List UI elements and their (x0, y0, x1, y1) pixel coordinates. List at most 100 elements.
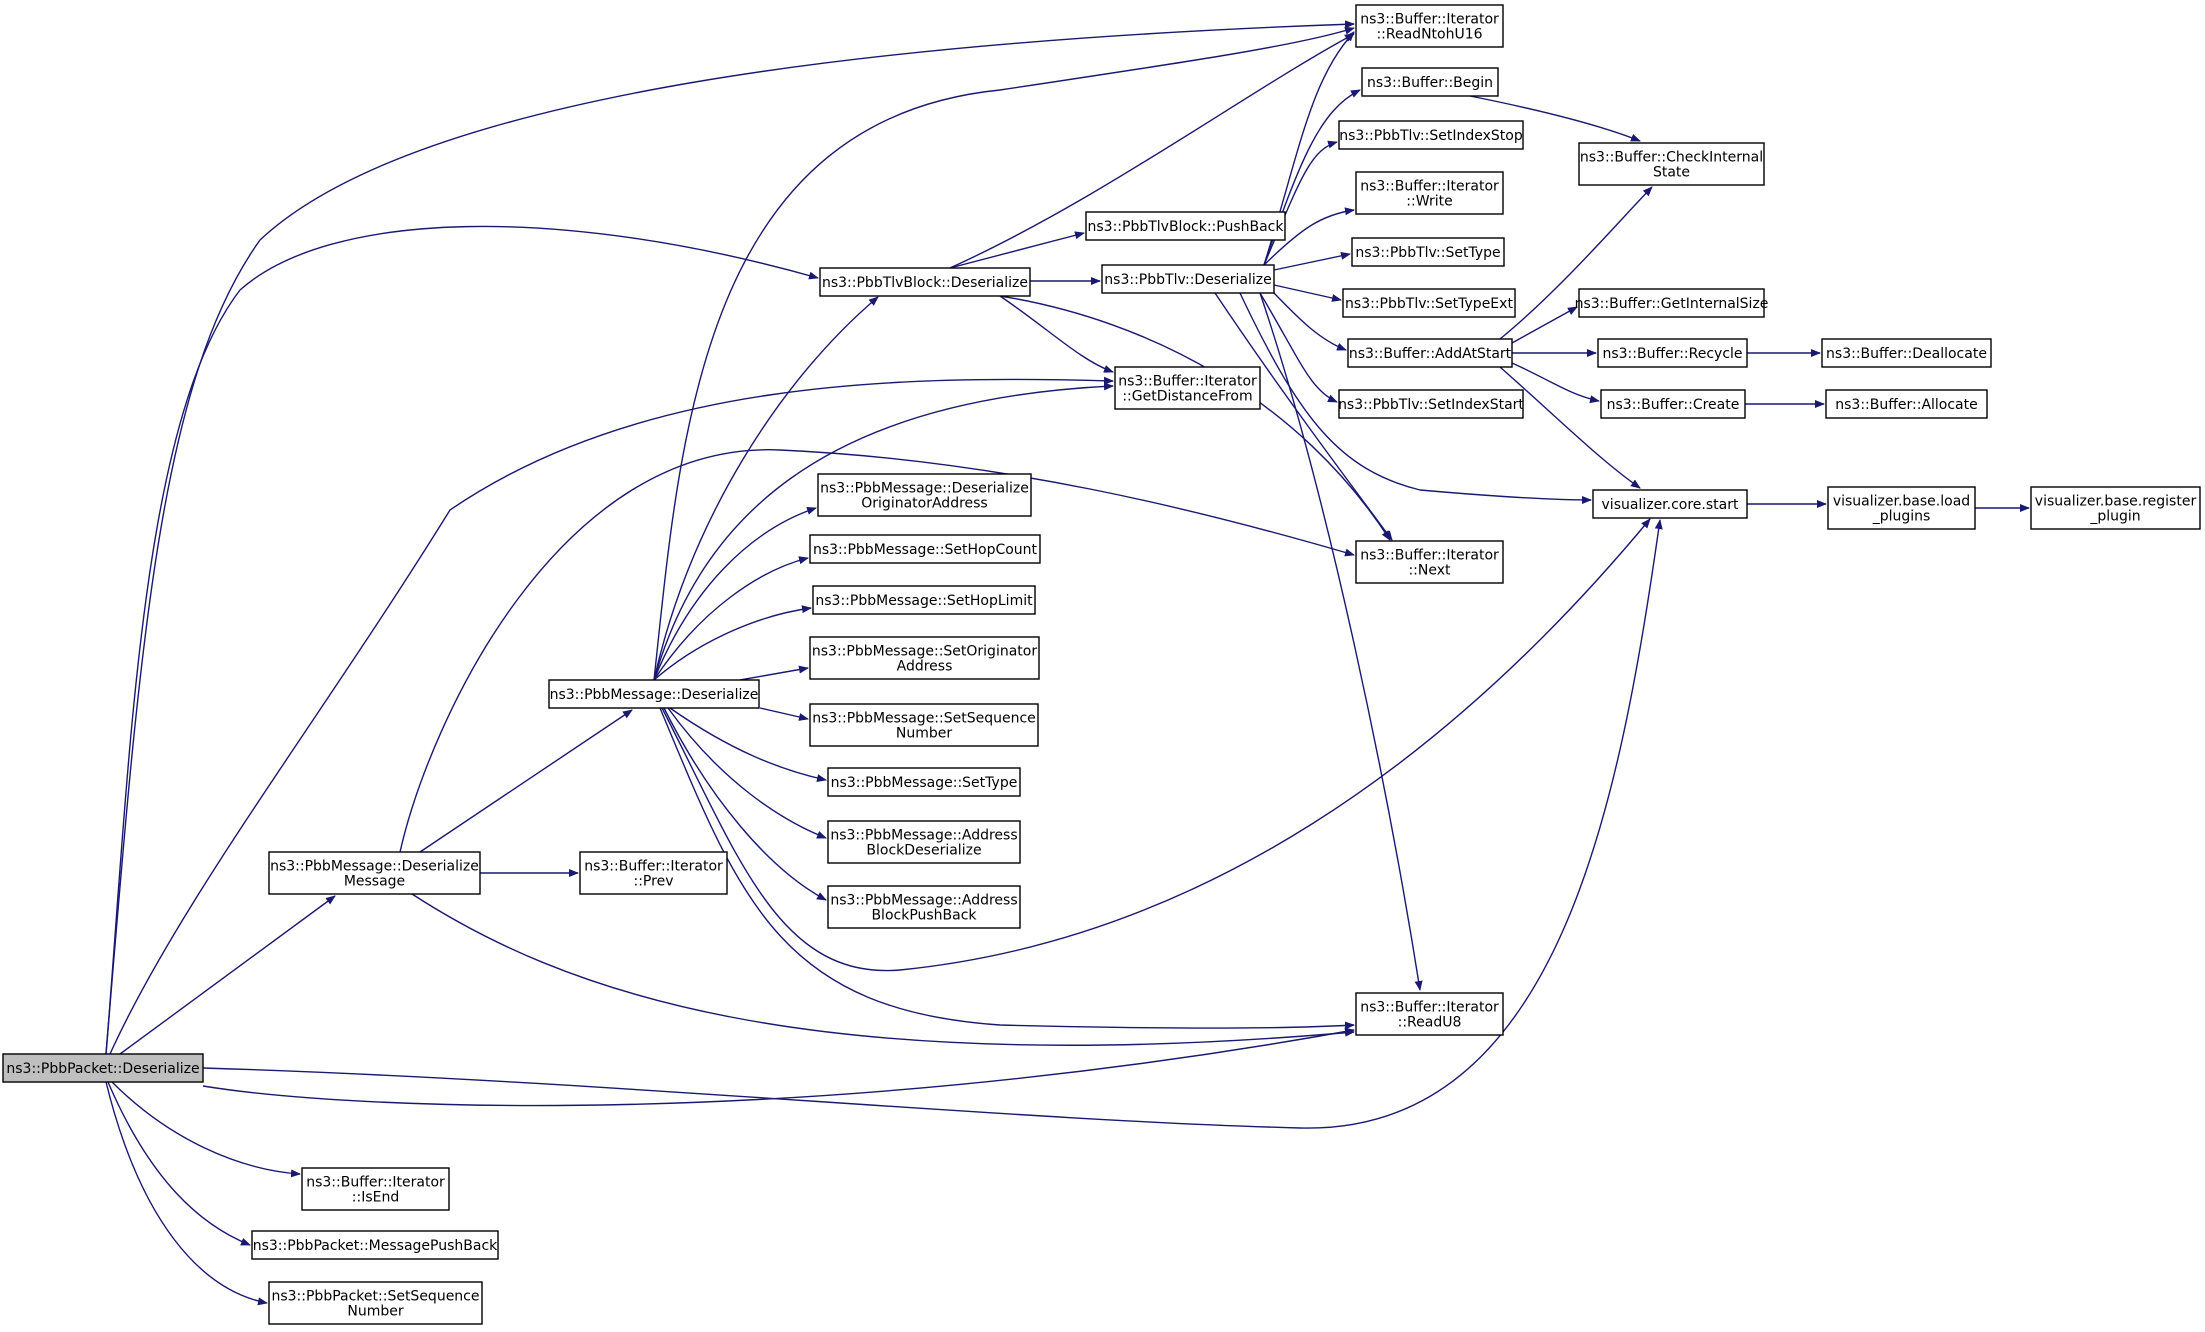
node-corestart[interactable]: visualizer.core.start (1592, 489, 1748, 519)
node-label: visualizer.base.register (2035, 494, 2197, 510)
edge-tlvblockdeser-to-next (999, 295, 1391, 541)
node-readu8[interactable]: ns3::Buffer::Iterator::ReadU8 (1355, 992, 1504, 1036)
node-box (301, 1167, 450, 1211)
node-settype_msg[interactable]: ns3::PbbMessage::SetType (827, 767, 1021, 797)
node-msgpushback[interactable]: ns3::PbbPacket::MessagePushBack (251, 1230, 499, 1260)
edge-tlvdeser-to-addatstart (1273, 292, 1347, 351)
node-box (1338, 120, 1524, 150)
node-label: ::GetDistanceFrom (1122, 389, 1252, 405)
node-label: State (1653, 165, 1690, 181)
edge-msgdeser-to-deserorig (653, 507, 817, 681)
node-label: Address (897, 659, 953, 675)
node-registerplugin[interactable]: visualizer.base.register_plugin (2030, 486, 2201, 530)
node-msgdeser[interactable]: ns3::PbbMessage::Deserialize (548, 679, 760, 709)
node-label: ::ReadNtohU16 (1376, 27, 1482, 43)
node-isend[interactable]: ns3::Buffer::Iterator::IsEnd (301, 1167, 450, 1211)
node-box (251, 1230, 499, 1260)
edge-root-to-desermsg (119, 895, 336, 1055)
edge-tlvblockdeser-to-readntohu16 (949, 33, 1355, 269)
node-settype_tlv[interactable]: ns3::PbbTlv::SetType (1351, 237, 1505, 267)
node-box (1578, 142, 1765, 186)
node-begin[interactable]: ns3::Buffer::Begin (1361, 67, 1499, 97)
node-label: ns3::Buffer::Iterator (306, 1175, 445, 1191)
node-iterwrite[interactable]: ns3::Buffer::Iterator::Write (1355, 171, 1504, 215)
nodes-layer: ns3::PbbPacket::Deserializens3::Buffer::… (2, 4, 2201, 1325)
edge-tlvdeser-to-setindexstart (1259, 292, 1338, 403)
node-box (1355, 540, 1504, 584)
edge-msgdeser-to-sethoplimit (653, 605, 812, 681)
node-settypeext[interactable]: ns3::PbbTlv::SetTypeExt (1342, 288, 1516, 318)
node-box (1592, 489, 1748, 519)
node-label: ns3::Buffer::Deallocate (1826, 346, 1987, 362)
node-label: ns3::PbbMessage::Deserialize (550, 687, 759, 703)
node-label: ns3::PbbMessage::SetOriginator (812, 644, 1037, 660)
node-label: Number (896, 726, 952, 742)
node-label: Message (344, 874, 405, 890)
node-sethoplimit[interactable]: ns3::PbbMessage::SetHopLimit (812, 585, 1036, 615)
node-tlvdeser[interactable]: ns3::PbbTlv::Deserialize (1101, 264, 1275, 294)
edge-tlvdeser-to-corestart (1239, 292, 1592, 504)
edge-root-to-readu8 (202, 1027, 1355, 1107)
node-box (1342, 288, 1516, 318)
node-label: ns3::PbbPacket::Deserialize (6, 1061, 199, 1077)
edge-root-to-setseq_pkt (105, 1081, 268, 1306)
node-box (809, 534, 1041, 564)
node-box (819, 267, 1031, 297)
edge-tlvdeser-to-setindexstop (1263, 140, 1338, 266)
node-allocate[interactable]: ns3::Buffer::Allocate (1825, 389, 1988, 419)
node-box (2030, 486, 2201, 530)
node-box (2, 1053, 204, 1083)
node-label: ns3::PbbTlvBlock::PushBack (1088, 219, 1285, 235)
node-box (1825, 389, 1988, 419)
node-box (812, 585, 1036, 615)
node-addatstart[interactable]: ns3::Buffer::AddAtStart (1347, 338, 1513, 368)
node-next[interactable]: ns3::Buffer::Iterator::Next (1355, 540, 1504, 584)
node-readntohu16[interactable]: ns3::Buffer::Iterator::ReadNtohU16 (1355, 4, 1504, 48)
node-label: ns3::Buffer::GetInternalSize (1575, 296, 1769, 312)
edge-msgdeser-to-setorig (739, 665, 809, 681)
edge-addatstart-to-create (1511, 362, 1600, 404)
node-box (809, 636, 1040, 680)
node-tlvblockdeser[interactable]: ns3::PbbTlvBlock::Deserialize (819, 267, 1031, 297)
node-create[interactable]: ns3::Buffer::Create (1600, 389, 1746, 419)
node-box (827, 820, 1021, 864)
node-label: ::IsEnd (352, 1190, 399, 1206)
node-setindexstart[interactable]: ns3::PbbTlv::SetIndexStart (1338, 389, 1524, 419)
node-deserorig[interactable]: ns3::PbbMessage::DeserializeOriginatorAd… (817, 473, 1032, 517)
edge-addatstart-to-corestart (1499, 366, 1641, 489)
node-deallocate[interactable]: ns3::Buffer::Deallocate (1821, 338, 1992, 368)
edge-addatstart-to-checkinternal (1499, 186, 1653, 340)
node-tlvblockpushback[interactable]: ns3::PbbTlvBlock::PushBack (1085, 211, 1286, 241)
node-label: ns3::PbbMessage::Address (830, 893, 1017, 909)
edge-addatstart-to-getinternalsize (1511, 306, 1578, 344)
node-recycle[interactable]: ns3::Buffer::Recycle (1597, 338, 1748, 368)
node-box (1338, 389, 1524, 419)
node-root[interactable]: ns3::PbbPacket::Deserialize (2, 1053, 204, 1083)
edge-tlvdeser-to-settypeext (1273, 284, 1342, 302)
node-label: ns3::Buffer::Recycle (1602, 346, 1742, 362)
node-label: _plugin (2089, 509, 2140, 525)
edge-msgdeser-to-readu8 (659, 707, 1355, 1030)
node-label: visualizer.base.load (1833, 494, 1970, 510)
node-getinternalsize[interactable]: ns3::Buffer::GetInternalSize (1575, 288, 1769, 318)
edge-msgdeser-to-tlvblockdeser (653, 296, 879, 681)
node-box (1597, 338, 1748, 368)
node-box (1085, 211, 1286, 241)
node-getdistancefrom[interactable]: ns3::Buffer::Iterator::GetDistanceFrom (1114, 366, 1261, 410)
node-label: ns3::Buffer::AddAtStart (1349, 346, 1512, 362)
node-sethopcount[interactable]: ns3::PbbMessage::SetHopCount (809, 534, 1041, 564)
node-label: ns3::PbbTlv::Deserialize (1104, 272, 1271, 288)
node-setindexstop[interactable]: ns3::PbbTlv::SetIndexStop (1338, 120, 1524, 150)
node-box (1101, 264, 1275, 294)
node-label: OriginatorAddress (861, 496, 987, 512)
node-label: BlockPushBack (871, 908, 977, 924)
node-loadplugins[interactable]: visualizer.base.load_plugins (1827, 486, 1976, 530)
node-iterprev[interactable]: ns3::Buffer::Iterator::Prev (579, 851, 728, 895)
